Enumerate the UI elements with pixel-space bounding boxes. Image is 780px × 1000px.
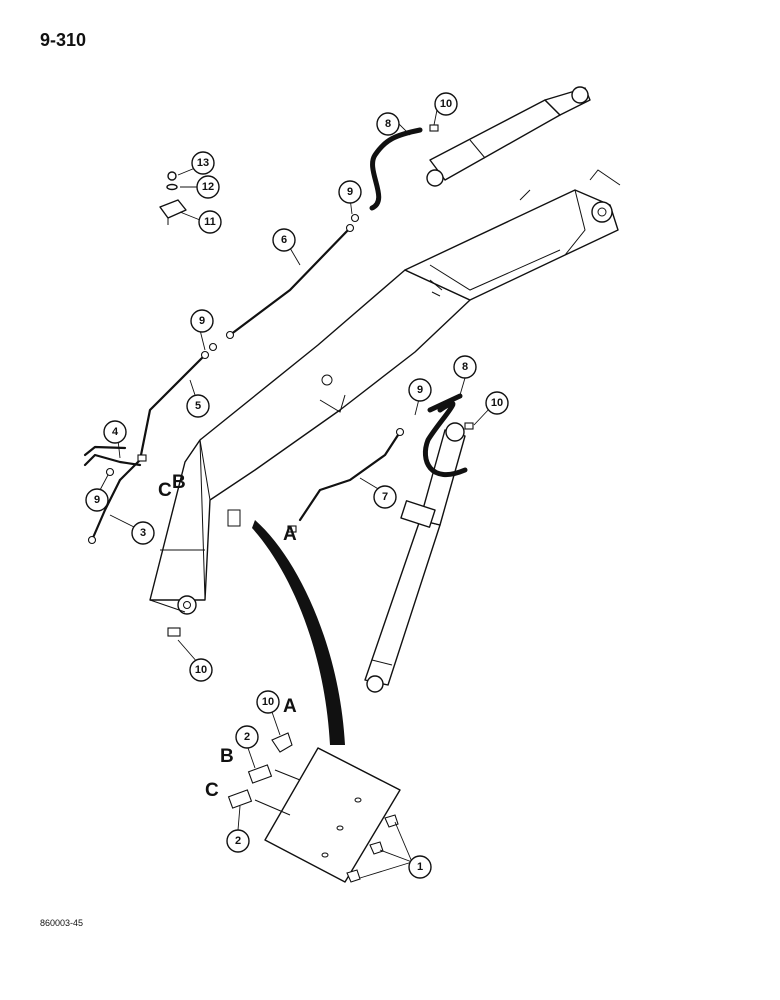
guard-bracket-drawing	[159, 171, 187, 225]
callout-1: 1	[408, 855, 432, 879]
callout-10: 10	[434, 92, 458, 116]
svg-text:10: 10	[195, 664, 207, 676]
callout-5: 5	[186, 394, 210, 418]
callout-3: 3	[131, 521, 155, 545]
page-number: 9-310	[40, 30, 87, 50]
letter-label-c: C	[205, 780, 219, 801]
callout-9: 9	[190, 309, 214, 333]
callout-8: 8	[376, 112, 400, 136]
figure-code: 860003-45	[40, 918, 84, 928]
svg-text:4: 4	[112, 426, 119, 438]
letter-label-b: B	[172, 472, 186, 493]
callout-9: 9	[408, 378, 432, 402]
svg-text:8: 8	[462, 361, 468, 373]
detail-view-drawing	[227, 520, 413, 883]
svg-text:13: 13	[197, 157, 209, 169]
svg-text:10: 10	[440, 98, 452, 110]
letter-label-a: A	[283, 524, 297, 545]
callout-2: 2	[235, 725, 259, 749]
callout-10: 10	[256, 690, 280, 714]
letter-label-a: A	[283, 696, 297, 717]
callout-13: 13	[191, 151, 215, 175]
svg-text:10: 10	[262, 696, 274, 708]
callout-8: 8	[453, 355, 477, 379]
svg-text:10: 10	[491, 397, 503, 409]
callout-10: 10	[189, 658, 213, 682]
svg-text:5: 5	[195, 400, 201, 412]
boom-drawing	[149, 169, 621, 615]
svg-text:2: 2	[244, 731, 250, 743]
callout-11: 11	[198, 210, 222, 234]
svg-text:9: 9	[199, 315, 205, 327]
callout-9: 9	[338, 180, 362, 204]
letter-label-b: B	[220, 746, 234, 767]
letter-label-c: C	[158, 480, 172, 501]
svg-text:2: 2	[235, 835, 241, 847]
callout-12: 12	[196, 175, 220, 199]
svg-text:9: 9	[347, 186, 353, 198]
callout-10: 10	[485, 391, 509, 415]
svg-text:1: 1	[417, 861, 423, 873]
callout-7: 7	[373, 485, 397, 509]
lower-cylinder-drawing	[364, 422, 466, 693]
callout-2: 2	[226, 829, 250, 853]
svg-text:3: 3	[140, 527, 146, 539]
svg-text:6: 6	[281, 234, 287, 246]
callout-9: 9	[85, 488, 109, 512]
svg-text:11: 11	[204, 216, 216, 228]
svg-text:9: 9	[94, 494, 100, 506]
svg-text:9: 9	[417, 384, 423, 396]
upper-cylinder-drawing	[426, 86, 591, 187]
callout-6: 6	[272, 228, 296, 252]
tubes-and-hoses	[83, 124, 474, 637]
svg-text:12: 12	[202, 181, 214, 193]
svg-text:7: 7	[382, 491, 388, 503]
svg-text:8: 8	[385, 118, 391, 130]
callout-4: 4	[103, 420, 127, 444]
